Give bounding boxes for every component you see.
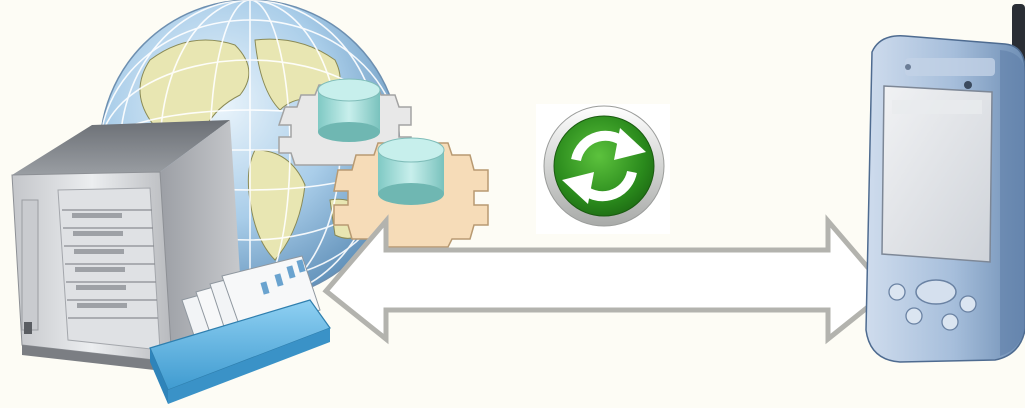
sync-icon (544, 106, 664, 226)
pda-icon (866, 4, 1025, 362)
